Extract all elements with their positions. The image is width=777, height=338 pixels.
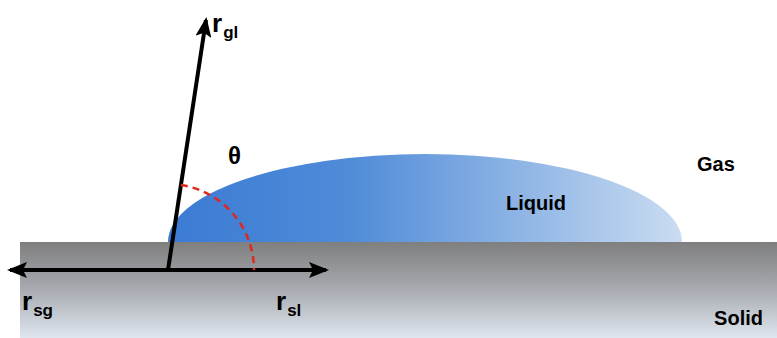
angle-symbol: θ: [228, 144, 241, 168]
region-label: Liquid: [506, 192, 566, 215]
liquid-drop: Liquid: [168, 152, 682, 242]
vector-symbol: r: [22, 288, 32, 314]
vector-sl: [168, 268, 326, 272]
phase-label: Gas: [697, 154, 735, 174]
vector-symbol: r: [212, 10, 222, 36]
drop-shape: [168, 152, 682, 242]
vector-subscript: sl: [287, 302, 301, 319]
vector-gl: [168, 20, 206, 270]
vector-sg: [10, 268, 168, 272]
vector-subscript: sg: [33, 302, 53, 319]
contact-angle-arc: [181, 185, 254, 270]
vector-subscript: gl: [223, 24, 238, 41]
liquid-drop-fill: [168, 154, 682, 242]
solid-band: Solid: [20, 242, 777, 338]
vector-symbol: r: [276, 288, 286, 314]
region-label: Solid: [714, 307, 763, 330]
